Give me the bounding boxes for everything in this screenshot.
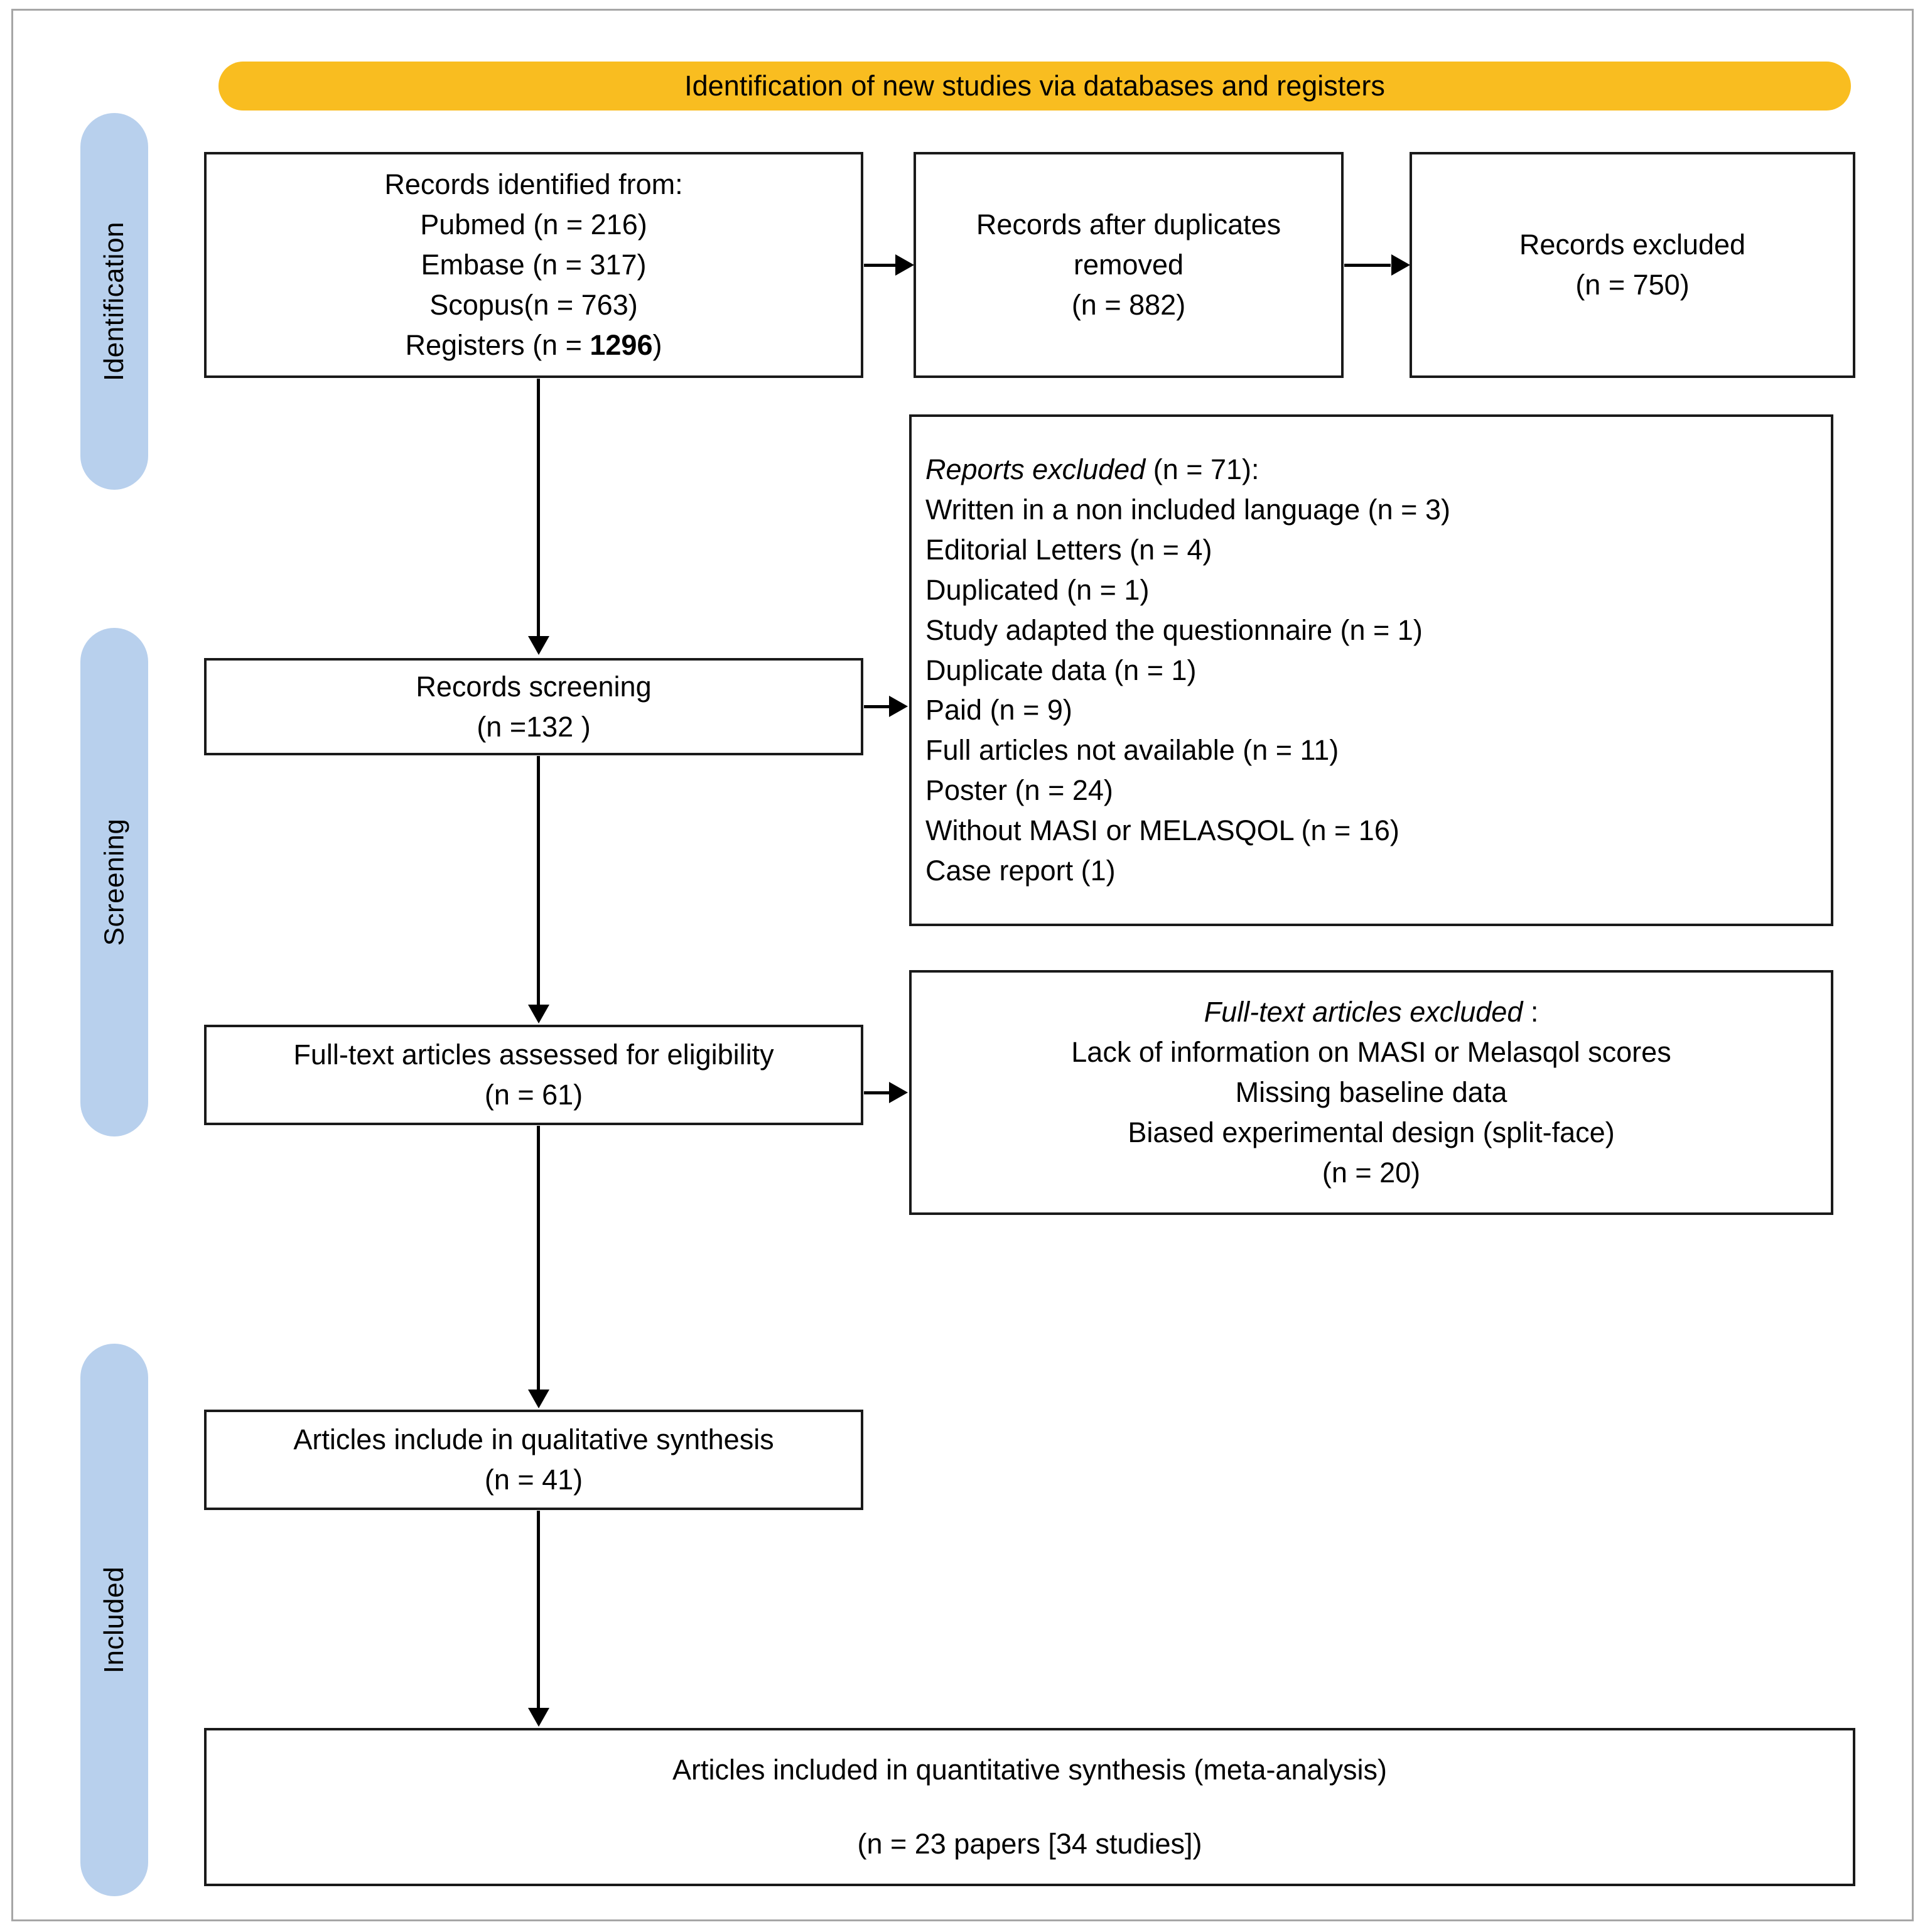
connector-identified-to-duplicates (864, 264, 903, 267)
arrowhead-qualitative-to-quantitative (528, 1708, 549, 1727)
records-identified-pubmed: Pubmed (n = 216) (420, 208, 647, 241)
reports-excluded-heading: Reports excluded (n = 71): (925, 453, 1259, 486)
box-records-after-duplicates: Records after duplicates removed (n = 88… (914, 152, 1344, 378)
arrowhead-fulltext-to-qualitative (528, 1390, 549, 1408)
fulltext-excluded-item: Biased experimental design (split-face) (1128, 1116, 1615, 1148)
reports-excluded-item: Poster (n = 24) (925, 774, 1113, 807)
qualitative-label: Articles include in qualitative synthesi… (293, 1423, 774, 1456)
box-fulltext-excluded: Full-text articles excluded : Lack of in… (909, 970, 1833, 1215)
records-identified-embase: Embase (n = 317) (421, 249, 647, 281)
reports-excluded-item: Without MASI or MELASQOL (n = 16) (925, 814, 1399, 847)
records-excluded-label: Records excluded (1519, 229, 1746, 261)
connector-fulltext-to-qualitative (537, 1126, 540, 1391)
reports-excluded-item: Editorial Letters (n = 4) (925, 533, 1212, 566)
fulltext-assessed-label: Full-text articles assessed for eligibil… (293, 1039, 774, 1071)
quantitative-count: (n = 23 papers [34 studies]) (857, 1828, 1202, 1860)
qualitative-count: (n = 41) (484, 1464, 583, 1496)
arrowhead-duplicates-to-excluded (1391, 254, 1410, 276)
fulltext-excluded-count: (n = 20) (1322, 1156, 1421, 1189)
reports-excluded-item: Paid (n = 9) (925, 694, 1072, 726)
arrowhead-identified-to-duplicates (895, 254, 914, 276)
connector-duplicates-to-excluded (1344, 264, 1391, 267)
records-excluded-count: (n = 750) (1575, 269, 1690, 301)
arrowhead-identified-to-screening (528, 636, 549, 655)
records-screening-count: (n =132 ) (477, 710, 591, 743)
fulltext-assessed-count: (n = 61) (484, 1079, 583, 1111)
reports-excluded-item: Study adapted the questionnaire (n = 1) (925, 613, 1423, 646)
arrowhead-fulltext-to-excluded (889, 1082, 908, 1103)
connector-screening-to-reports-excluded (864, 705, 897, 708)
connector-fulltext-to-excluded (864, 1091, 897, 1094)
reports-excluded-item: Duplicate data (n = 1) (925, 654, 1197, 686)
reports-excluded-item: Full articles not available (n = 11) (925, 734, 1339, 767)
diagram-outer-border (11, 9, 1914, 1921)
after-duplicates-line-1: Records after duplicates (976, 208, 1281, 241)
arrowhead-screening-to-reports-excluded (889, 696, 908, 717)
box-records-screening: Records screening (n =132 ) (204, 658, 863, 755)
after-duplicates-line-2: removed (1073, 249, 1184, 281)
fulltext-excluded-item: Lack of information on MASI or Melasqol … (1071, 1036, 1671, 1069)
records-identified-scopus: Scopus(n = 763) (429, 288, 638, 321)
stage-pill-identification: Identification (80, 113, 148, 490)
box-records-identified: Records identified from: Pubmed (n = 216… (204, 152, 863, 378)
box-fulltext-assessed: Full-text articles assessed for eligibil… (204, 1025, 863, 1125)
identification-banner: Identification of new studies via databa… (218, 62, 1851, 111)
connector-qualitative-to-quantitative (537, 1511, 540, 1709)
fulltext-excluded-heading: Full-text articles excluded : (1204, 996, 1539, 1028)
records-identified-title: Records identified from: (384, 168, 683, 201)
box-qualitative-synthesis: Articles include in qualitative synthesi… (204, 1410, 863, 1510)
reports-excluded-item: Duplicated (n = 1) (925, 573, 1150, 606)
connector-screening-to-fulltext (537, 756, 540, 1006)
quantitative-label: Articles included in quantitative synthe… (672, 1754, 1387, 1786)
banner-title: Identification of new studies via databa… (684, 70, 1385, 102)
stage-label-screening: Screening (99, 818, 130, 946)
stage-label-included: Included (99, 1566, 130, 1674)
quantitative-spacer (220, 1790, 1839, 1824)
reports-excluded-item: Case report (1) (925, 855, 1116, 887)
box-quantitative-synthesis: Articles included in quantitative synthe… (204, 1728, 1855, 1886)
after-duplicates-count: (n = 882) (1071, 288, 1186, 321)
box-reports-excluded: Reports excluded (n = 71): Written in a … (909, 414, 1833, 926)
stage-label-identification: Identification (99, 221, 129, 382)
box-records-excluded: Records excluded (n = 750) (1410, 152, 1855, 378)
stage-pill-included: Included (80, 1344, 148, 1896)
arrowhead-screening-to-fulltext (528, 1005, 549, 1023)
fulltext-excluded-item: Missing baseline data (1235, 1076, 1507, 1109)
connector-identified-to-screening (537, 379, 540, 637)
reports-excluded-item: Written in a non included language (n = … (925, 493, 1450, 526)
records-identified-registers: Registers (n = 1296) (405, 328, 662, 361)
stage-pill-screening: Screening (80, 628, 148, 1136)
records-screening-label: Records screening (416, 670, 652, 703)
